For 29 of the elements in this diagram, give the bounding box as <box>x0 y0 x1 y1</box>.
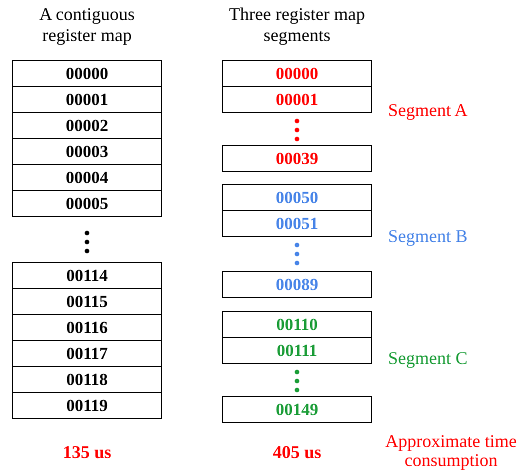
register-cell: 00004 <box>12 164 162 191</box>
register-cell: 00118 <box>12 366 162 393</box>
register-cell: 00003 <box>12 138 162 165</box>
register-cell: 00002 <box>12 112 162 139</box>
register-cell: 00001 <box>222 86 372 113</box>
register-cell: 00039 <box>222 145 372 172</box>
column-heading: A contiguous register map <box>38 4 136 46</box>
register-cell: 00111 <box>222 337 372 364</box>
time-value: 405 us <box>272 442 322 463</box>
register-cell: 00000 <box>222 60 372 87</box>
register-cell: 00005 <box>12 190 162 217</box>
register-cell: 00116 <box>12 314 162 341</box>
register-cell: 00050 <box>222 184 372 211</box>
segment-label: Segment B <box>388 226 468 247</box>
register-cell: 00119 <box>12 392 162 419</box>
time-value: 135 us <box>62 442 112 463</box>
register-cell: 00114 <box>12 262 162 289</box>
register-cell: 00051 <box>222 210 372 237</box>
register-cell: 00089 <box>222 271 372 298</box>
time-note: Approximate time consumption <box>384 432 518 470</box>
register-cell: 00117 <box>12 340 162 367</box>
column-heading: Three register map segments <box>228 4 366 46</box>
register-cell: 00115 <box>12 288 162 315</box>
segment-label: Segment A <box>388 100 468 121</box>
register-cell: 00001 <box>12 86 162 113</box>
register-cell: 00000 <box>12 60 162 87</box>
register-cell: 00149 <box>222 396 372 423</box>
register-cell: 00110 <box>222 311 372 338</box>
segment-label: Segment C <box>388 348 468 369</box>
